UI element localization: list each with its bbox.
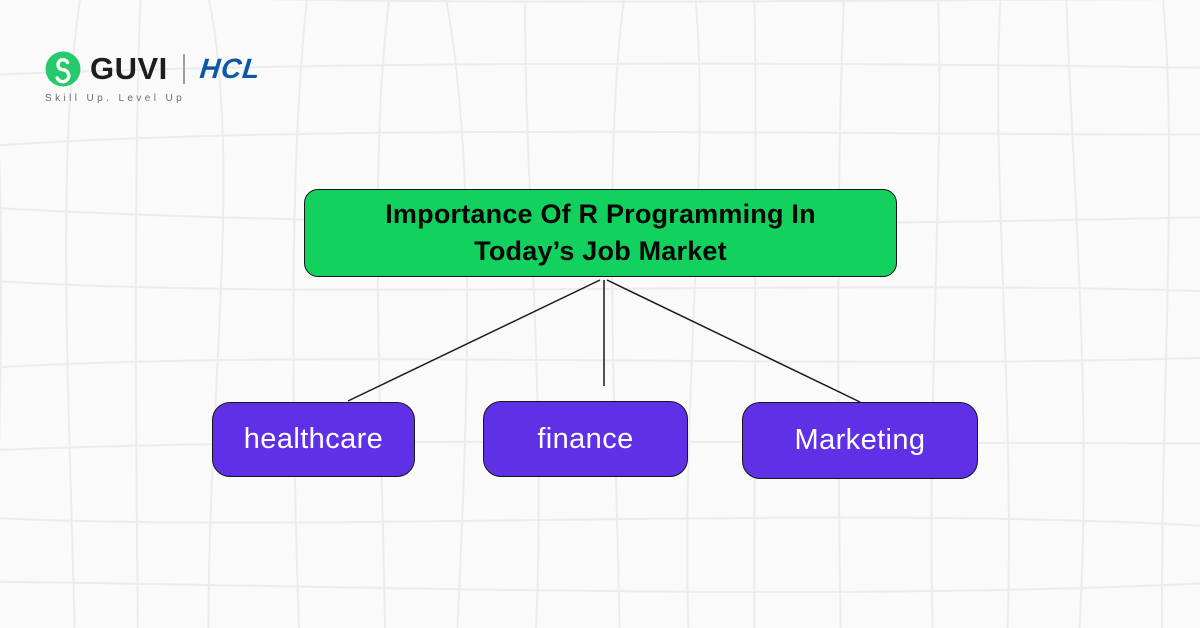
root-node: Importance Of R Programming In Today’s J… bbox=[304, 189, 897, 277]
child-node-healthcare: healthcare bbox=[212, 402, 415, 477]
brand-logo-row: GUVI HCL bbox=[45, 51, 263, 87]
root-node-label: Importance Of R Programming In Today’s J… bbox=[385, 199, 816, 266]
brand-header: GUVI HCL Skill Up. Level Up bbox=[45, 51, 263, 104]
connector-root-to-marketing bbox=[606, 279, 861, 403]
hcl-wordmark: HCL bbox=[198, 53, 263, 84]
child-node-finance: finance bbox=[483, 401, 688, 477]
child-node-label: Marketing bbox=[794, 424, 926, 456]
guvi-wordmark: GUVI bbox=[90, 51, 168, 86]
brand-tagline: Skill Up. Level Up bbox=[45, 93, 186, 104]
connector-root-to-healthcare bbox=[347, 279, 601, 402]
child-node-label: healthcare bbox=[243, 423, 384, 455]
guvi-g-icon bbox=[45, 51, 81, 87]
child-node-label: finance bbox=[537, 422, 634, 455]
child-node-marketing: Marketing bbox=[742, 402, 978, 479]
brand-divider bbox=[182, 54, 185, 84]
